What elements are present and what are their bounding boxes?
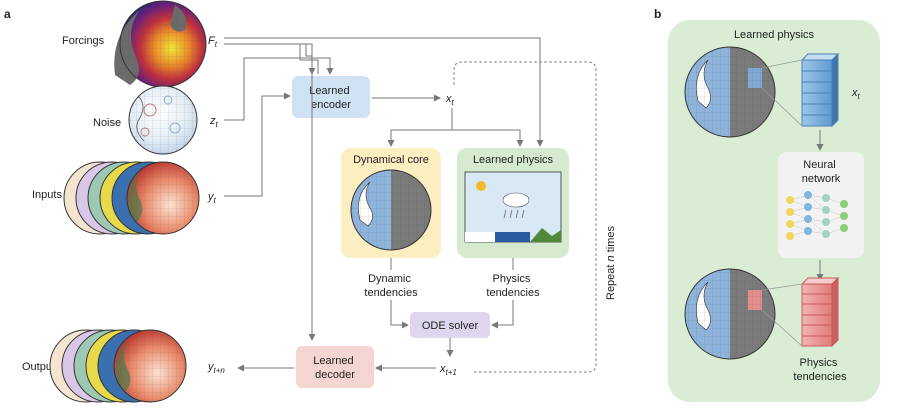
panel-b-letter: b xyxy=(654,7,661,21)
learned-encoder-box xyxy=(292,76,370,118)
nn-nodes xyxy=(786,191,848,240)
learned-decoder-box xyxy=(296,346,374,388)
learned-decoder-label: Learned decoder xyxy=(313,355,356,381)
learned-physics-title: Learned physics xyxy=(473,154,554,166)
symbol-x-t-plus-1: xt+1 xyxy=(439,363,457,377)
dynamic-tendencies-label: Dynamic tendencies xyxy=(364,273,418,299)
physics-tendencies-label: Physics tendencies xyxy=(486,273,540,299)
panel-b-physics-tendencies-label: Physics tendencies xyxy=(793,357,847,383)
panel-a-letter: a xyxy=(4,7,11,21)
symbol-y-t: yt xyxy=(207,191,217,205)
ode-solver-box xyxy=(410,312,490,338)
panel-b-output-column xyxy=(761,276,840,348)
forcings-label: Forcings xyxy=(62,35,105,47)
neural-network-label: Neural network xyxy=(802,159,841,185)
inputs-globes xyxy=(63,161,200,235)
dynamical-core-title: Dynamical core xyxy=(353,154,429,166)
dynamical-core-box: Dynamical core xyxy=(341,148,441,258)
repeat-n-times-label: Repeat n times xyxy=(605,226,617,300)
symbol-f-t: Ft xyxy=(208,35,218,49)
symbol-x-t: xt xyxy=(445,93,455,107)
panel-b-title: Learned physics xyxy=(734,29,815,41)
ode-solver-label: ODE solver xyxy=(422,320,479,332)
symbol-y-t-n: yt+n xyxy=(207,361,225,375)
panel-b-symbol-x-t: xt xyxy=(851,87,861,101)
inputs-label: Inputs xyxy=(32,189,62,201)
learned-physics-box: Learned physics xyxy=(457,148,569,258)
forcings-globe xyxy=(114,0,207,88)
panel-b-globe-bottom xyxy=(684,268,776,360)
noise-globe xyxy=(128,85,198,155)
learned-encoder-label: Learned encoder xyxy=(309,85,352,111)
neural-network-box: Neural network xyxy=(778,152,864,258)
panel-b-globe-top xyxy=(684,46,776,138)
noise-label: Noise xyxy=(93,117,121,129)
outputs-globes xyxy=(49,329,187,403)
panel-a-arrows xyxy=(224,37,597,373)
panel-b-input-column xyxy=(761,52,840,128)
symbol-z-t: zt xyxy=(209,115,219,129)
